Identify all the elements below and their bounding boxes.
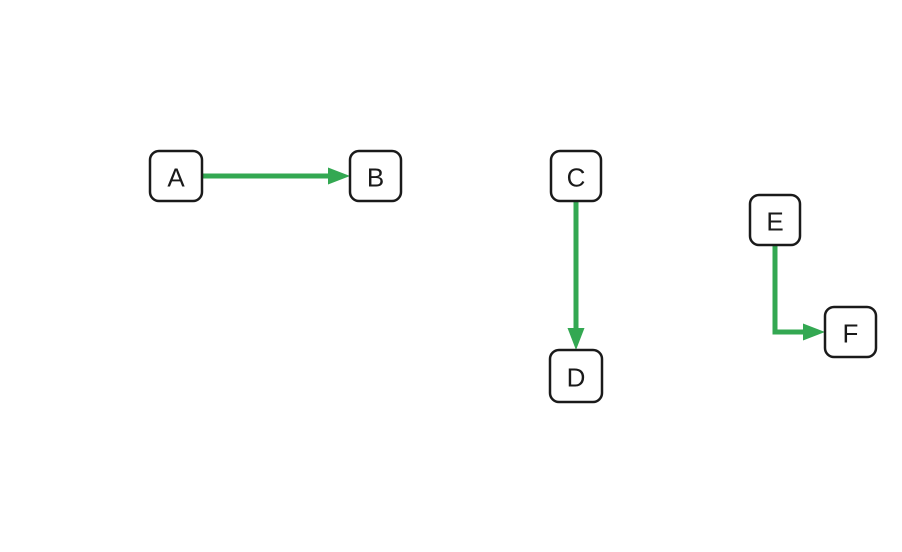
node-E-box: [748, 193, 802, 247]
node-E-label: E: [766, 207, 783, 237]
edge-A-B: [202, 167, 350, 185]
node-A-label: A: [167, 163, 185, 193]
node-B-box: [348, 149, 403, 203]
node-C-label: C: [567, 163, 586, 193]
node-F-box: [823, 305, 878, 359]
node-F: F: [823, 305, 878, 359]
node-F-label: F: [843, 319, 859, 349]
edge-E-F-line: [772, 245, 807, 335]
node-D-label: D: [567, 363, 586, 393]
edge-E-F: [772, 245, 825, 341]
node-C: C: [549, 149, 603, 203]
node-A: A: [148, 149, 204, 203]
node-C-box: [549, 149, 603, 203]
edge-C-D-arrowhead: [567, 328, 585, 350]
edge-C-D: [567, 201, 585, 350]
edge-E-F-arrowhead: [803, 323, 825, 341]
node-A-box: [148, 149, 204, 203]
node-B-label: B: [367, 163, 384, 193]
node-B: B: [348, 149, 403, 203]
edge-A-B-arrowhead: [328, 167, 350, 185]
node-D: D: [548, 348, 604, 404]
node-E: E: [748, 193, 802, 247]
node-D-box: [548, 348, 604, 404]
